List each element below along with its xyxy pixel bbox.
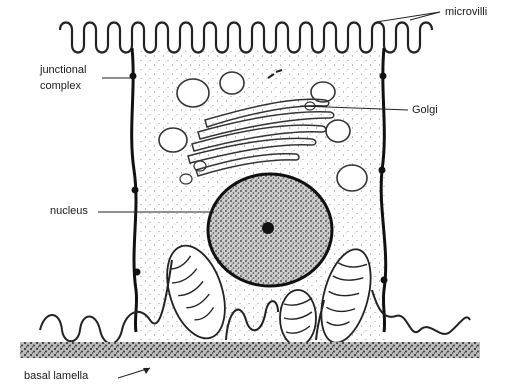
left-desmosome-dot xyxy=(134,269,141,276)
vesicle xyxy=(159,128,187,152)
leader-microvilli xyxy=(376,12,440,22)
arrowhead xyxy=(143,368,150,374)
nucleolus xyxy=(262,222,274,234)
microvilli-border xyxy=(60,23,432,53)
right-junction-dot xyxy=(380,73,387,80)
vesicle xyxy=(337,165,367,191)
label-complex: complex xyxy=(40,80,81,93)
vesicle xyxy=(177,79,209,107)
right-desmosome-dot xyxy=(381,277,388,284)
small-vesicle xyxy=(180,174,192,184)
label-junctional: junctional xyxy=(40,64,86,77)
label-basal-lamella: basal lamella xyxy=(24,370,88,383)
label-golgi: Golgi xyxy=(412,104,438,117)
vesicle xyxy=(220,72,244,94)
right-desmosome-dot xyxy=(379,167,386,174)
vesicle xyxy=(326,120,350,142)
basal-lamella xyxy=(20,342,480,358)
label-nucleus: nucleus xyxy=(50,205,88,218)
label-microvilli: microvilli xyxy=(445,6,487,19)
left-desmosome-dot xyxy=(132,187,139,194)
